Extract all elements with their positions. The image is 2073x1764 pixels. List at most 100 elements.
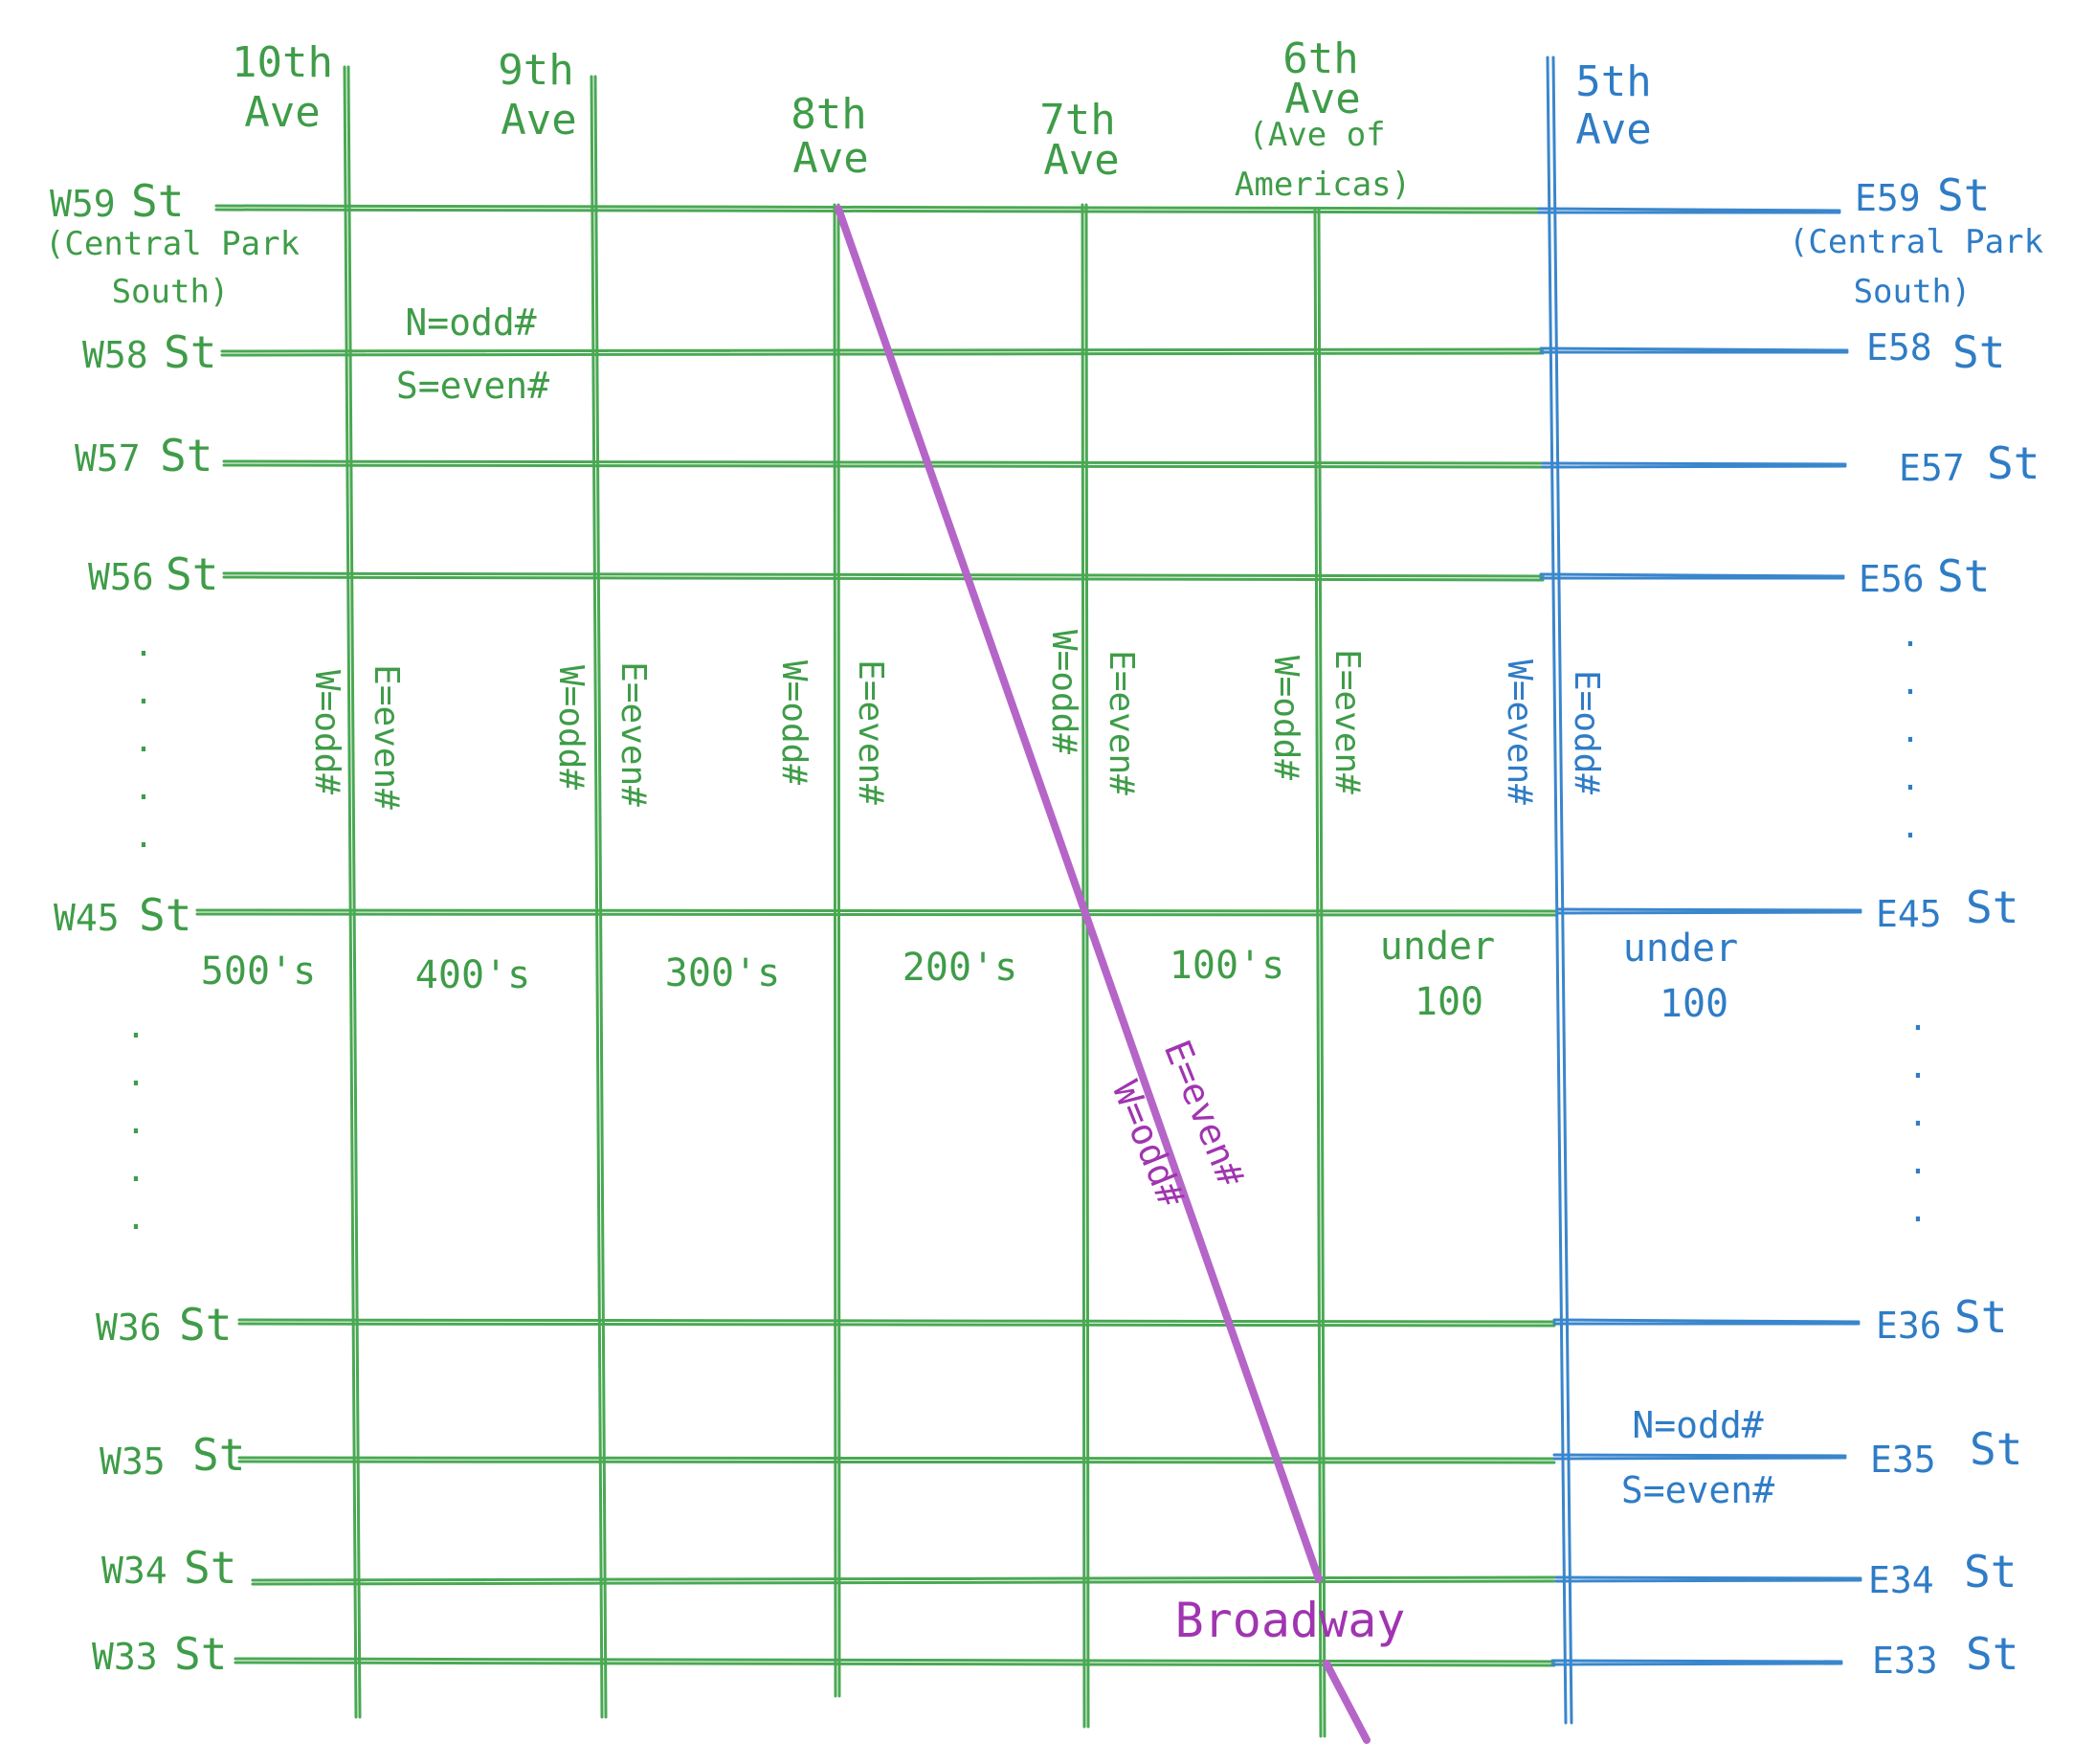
e34-street-line [1554, 1575, 1862, 1583]
ninth-ave-label-line2: Ave [501, 96, 576, 145]
eighth-ave-east-even: E=even# [851, 659, 890, 805]
east-upper-dot-2: . [1901, 664, 1920, 703]
w33-street-line [234, 1657, 1556, 1667]
w59-label: W59 [50, 183, 116, 225]
east-street-labels: E59 St (Central Park South) E58 St E57 S… [1789, 169, 2043, 1682]
seventh-ave-east-even: E=even# [1102, 650, 1141, 795]
w59-street-line [214, 204, 1543, 214]
ellipsis-dots: . . . . . . . . . . . . . . . . . . . . [126, 616, 1928, 1238]
e33-label: E33 [1872, 1640, 1938, 1682]
tenth-ave-label-line2: Ave [244, 88, 320, 137]
e56-label: E56 [1859, 558, 1925, 600]
w34-label: W34 [101, 1550, 167, 1592]
w45-street-line [195, 908, 1558, 917]
e56-st-label: St [1937, 550, 1990, 602]
e36-st-label: St [1954, 1291, 2007, 1343]
w36-street-line [237, 1318, 1556, 1328]
w57-label: W57 [75, 437, 141, 480]
tenth-ave-line [343, 65, 362, 1719]
e56-street-line [1539, 572, 1845, 580]
ninth-ave-label: 9th [498, 46, 573, 95]
seventh-ave-label: 7th [1039, 96, 1115, 145]
east-upper-dot-3: . [1901, 712, 1920, 750]
east-south-even: S=even# [1621, 1469, 1774, 1511]
e59-street-line [1537, 207, 1841, 214]
w33-label: W33 [92, 1636, 158, 1678]
fifth-ave-label-line2: Ave [1575, 105, 1651, 154]
avenues-grid [343, 56, 1573, 1738]
fifth-ave-label: 5th [1575, 57, 1651, 106]
e59-cps-line1: (Central Park [1789, 223, 2043, 261]
e58-st-label: St [1952, 326, 2005, 378]
w56-label: W56 [88, 556, 154, 598]
east-streets-grid [1537, 207, 1862, 1666]
east-lower-dot-4: . [1908, 1144, 1928, 1182]
sixth-ave-east-even: E=even# [1327, 649, 1367, 794]
tenth-ave-west-odd: W=odd# [307, 670, 346, 794]
w59-cps-line2: South) [112, 273, 230, 311]
w34-st-label: St [184, 1542, 236, 1594]
avenue-parity-labels: W=odd# E=even# W=odd# E=even# W=odd# E=e… [307, 630, 1606, 810]
w33-st-label: St [174, 1628, 227, 1680]
range-500s: 500's [201, 949, 316, 994]
west-upper-dot-2: . [134, 674, 153, 712]
tenth-ave-label: 10th [232, 38, 333, 87]
w58-street-line [220, 347, 1545, 357]
west-upper-dot-5: . [134, 817, 153, 856]
w45-st-label: St [139, 889, 191, 941]
w58-label: W58 [82, 334, 148, 376]
range-100s: 100's [1170, 944, 1284, 988]
e36-street-line [1552, 1318, 1861, 1326]
range-300s: 300's [665, 951, 780, 995]
west-under-100: under [1380, 925, 1495, 969]
fifth-ave-east-odd: E=odd# [1567, 670, 1606, 794]
sixth-ave-label-line3: (Ave of [1248, 116, 1385, 154]
e36-label: E36 [1876, 1305, 1942, 1347]
ninth-ave-east-even: E=even# [613, 661, 653, 807]
w45-label: W45 [54, 897, 120, 939]
eighth-ave-west-odd: W=odd# [774, 660, 814, 785]
broadway-label: Broadway [1175, 1593, 1406, 1648]
e57-label: E57 [1899, 447, 1965, 489]
e59-cps-line2: South) [1854, 273, 1972, 311]
w59-cps-line1: (Central Park [45, 225, 300, 263]
w35-label: W35 [100, 1440, 166, 1483]
w36-st-label: St [179, 1299, 232, 1351]
eighth-ave-label-line2: Ave [792, 134, 868, 183]
e45-street-line [1556, 907, 1862, 915]
seventh-ave-label-line2: Ave [1043, 136, 1119, 185]
e34-label: E34 [1868, 1559, 1934, 1601]
west-street-labels: W59 St (Central Park South) W58 St W57 S… [45, 175, 300, 1680]
east-under-100: under [1623, 927, 1738, 971]
east-lower-dot-3: . [1908, 1096, 1928, 1134]
w35-street-line [237, 1456, 1556, 1464]
sixth-ave-west-odd: W=odd# [1266, 656, 1305, 780]
e57-st-label: St [1987, 437, 2040, 489]
e33-st-label: St [1966, 1628, 2018, 1680]
e35-st-label: St [1970, 1423, 2022, 1475]
east-under-100-num: 100 [1660, 982, 1728, 1026]
e59-label: E59 [1855, 177, 1921, 219]
e58-street-line [1539, 346, 1849, 354]
e57-street-line [1541, 461, 1847, 469]
w57-st-label: St [160, 430, 212, 481]
w57-street-line [222, 459, 1547, 469]
e45-st-label: St [1966, 882, 2018, 933]
sixth-ave-label-line4: Americas) [1235, 166, 1411, 204]
w56-street-line [222, 571, 1545, 582]
eighth-ave-label: 8th [791, 90, 866, 139]
sixth-ave-label-line2: Ave [1284, 75, 1360, 123]
west-under-100-num: 100 [1415, 980, 1483, 1024]
street-parity-notes: N=odd# S=even# N=odd# S=even# [396, 301, 1774, 1511]
west-lower-dot-2: . [126, 1056, 145, 1094]
seventh-ave-line [1081, 203, 1090, 1729]
w56-st-label: St [166, 548, 218, 600]
west-north-odd: N=odd# [405, 301, 536, 344]
east-upper-dot-5: . [1901, 808, 1920, 846]
west-lower-dot-5: . [126, 1199, 145, 1238]
w36-label: W36 [96, 1306, 162, 1349]
broadway-line [835, 205, 1371, 1744]
e35-street-line [1552, 1453, 1847, 1461]
address-ranges: 500's 400's 300's 200's 100's under 100 … [201, 925, 1738, 1026]
